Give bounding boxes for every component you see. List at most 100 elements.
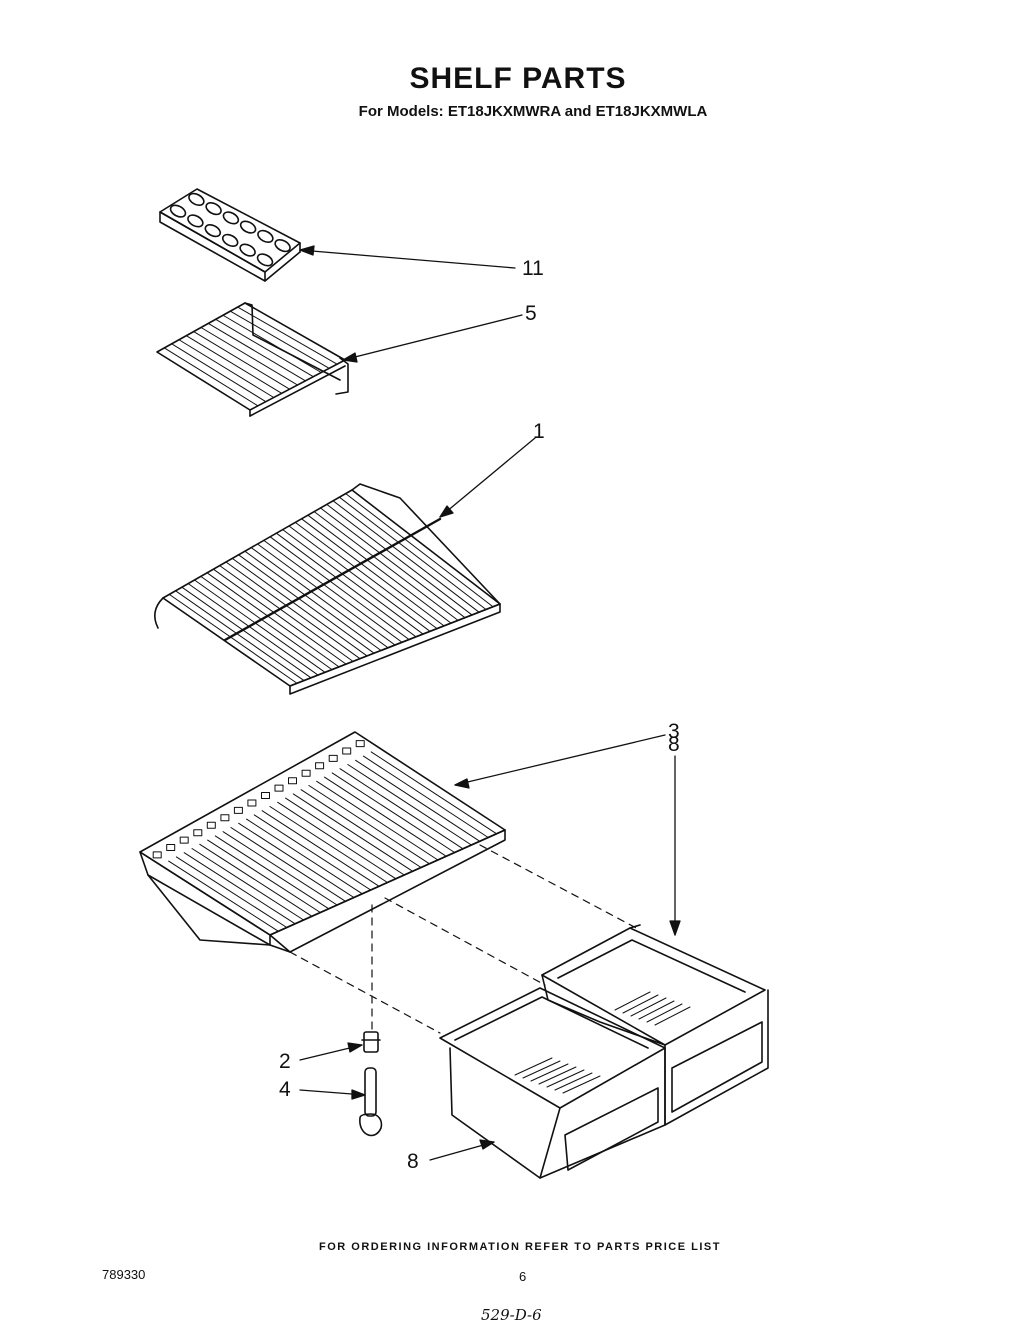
bin-rib (522, 1060, 561, 1079)
shelf-wire (193, 331, 291, 390)
cover-slot (179, 836, 189, 844)
shelf-wire (225, 561, 361, 660)
large-shelf-wires (168, 493, 494, 684)
cover-slot (193, 829, 203, 837)
cover-slat (331, 772, 456, 853)
page-number: 6 (519, 1269, 527, 1284)
bin-rib (654, 1006, 691, 1026)
shelf-wire (301, 518, 445, 627)
crisper-right-ribs (614, 991, 691, 1026)
callout-ice-tray: 11 (522, 257, 544, 280)
bin-rib (630, 997, 667, 1017)
shelf-wire (244, 550, 382, 651)
ice-tray-illustration (159, 188, 301, 282)
cover-slat (355, 759, 481, 842)
cover-slat (277, 801, 397, 880)
shelf-wire (207, 322, 306, 382)
cover-slot (328, 754, 338, 762)
shelf-wire (212, 568, 347, 665)
shelf-wire (168, 593, 298, 684)
cover-slat (222, 831, 338, 906)
bin-rib (638, 1000, 675, 1020)
cover-slat (292, 793, 414, 872)
shelf-wire (338, 496, 487, 610)
shelf-wire (282, 529, 424, 635)
cover-slat (253, 814, 372, 891)
document-number: 789330 (102, 1267, 146, 1282)
cover-slot (301, 769, 311, 777)
shelf-wire (229, 310, 330, 369)
cover-slot (206, 821, 216, 829)
cover-slat (214, 835, 330, 910)
callout-bracket-top: 2 (279, 1050, 291, 1073)
shelf-wire (332, 500, 480, 613)
shelf-wire (219, 565, 354, 662)
shelf-wire (269, 536, 410, 641)
callout-crisper-left: 8 (407, 1150, 419, 1173)
ice-tray-cells (169, 192, 291, 267)
cover-slat (323, 776, 447, 857)
cover-slat (207, 839, 321, 913)
cover-slat (370, 751, 498, 835)
callout-crisper-right: 8 (668, 733, 680, 756)
handwritten-note: 529-D-6 (481, 1306, 542, 1324)
ice-cell (256, 253, 274, 267)
cover-slot (342, 747, 352, 755)
shelf-wire (326, 503, 473, 616)
ice-cell (221, 233, 239, 247)
bin-rib (646, 1003, 683, 1023)
shelf-wire (288, 525, 431, 632)
ice-cell (239, 243, 256, 257)
ice-cell (187, 214, 204, 228)
cover-slat (285, 797, 405, 876)
shelf-wire (175, 590, 305, 682)
shelf-wire (237, 306, 338, 365)
cover-slat (300, 789, 422, 868)
crisper-left-illustration (439, 987, 666, 1179)
shelf-wire (206, 572, 340, 668)
cover-slot (247, 799, 257, 807)
shelf-wire (171, 343, 267, 403)
support-bracket-illustration (359, 1031, 383, 1137)
small-shelf-wires (163, 306, 338, 407)
shelf-wire (185, 335, 283, 394)
cover-slat (168, 860, 279, 932)
leader-lines (299, 245, 681, 1161)
shelf-wire (178, 339, 275, 398)
cover-slat (199, 843, 313, 917)
cover-slot (261, 792, 270, 799)
cover-slat (175, 856, 288, 928)
bin-rib (538, 1066, 577, 1085)
cover-slat (183, 852, 296, 925)
cover-slat (339, 768, 464, 850)
cover-slat (246, 818, 363, 895)
ice-cell (274, 239, 291, 253)
shelf-wire (313, 511, 459, 621)
cover-slat (261, 810, 380, 887)
cover-slot (274, 784, 284, 792)
cover-slot (288, 777, 297, 785)
bin-rib (554, 1072, 593, 1091)
crisper-cover-slats (168, 751, 498, 932)
bin-rib (622, 994, 659, 1014)
bin-rib (530, 1063, 569, 1082)
crisper-cover-illustration (139, 731, 506, 953)
shelf-wire (320, 507, 466, 619)
shelf-wire (307, 514, 452, 624)
cover-slot (166, 844, 176, 851)
ice-cell (222, 211, 240, 225)
shelf-wire (275, 532, 417, 638)
ice-cell (205, 202, 222, 216)
ice-cell (257, 229, 274, 243)
crisper-right-illustration (541, 924, 769, 1126)
shelf-wire (250, 547, 389, 649)
shelf-wire (222, 314, 322, 373)
shelf-wire (200, 327, 298, 386)
bin-rib (614, 991, 651, 1011)
cover-slat (308, 785, 430, 865)
shelf-wire (200, 575, 333, 671)
shelf-wire (181, 586, 312, 679)
shelf-wire (294, 521, 438, 630)
assembly-guide-lines (289, 844, 641, 1034)
